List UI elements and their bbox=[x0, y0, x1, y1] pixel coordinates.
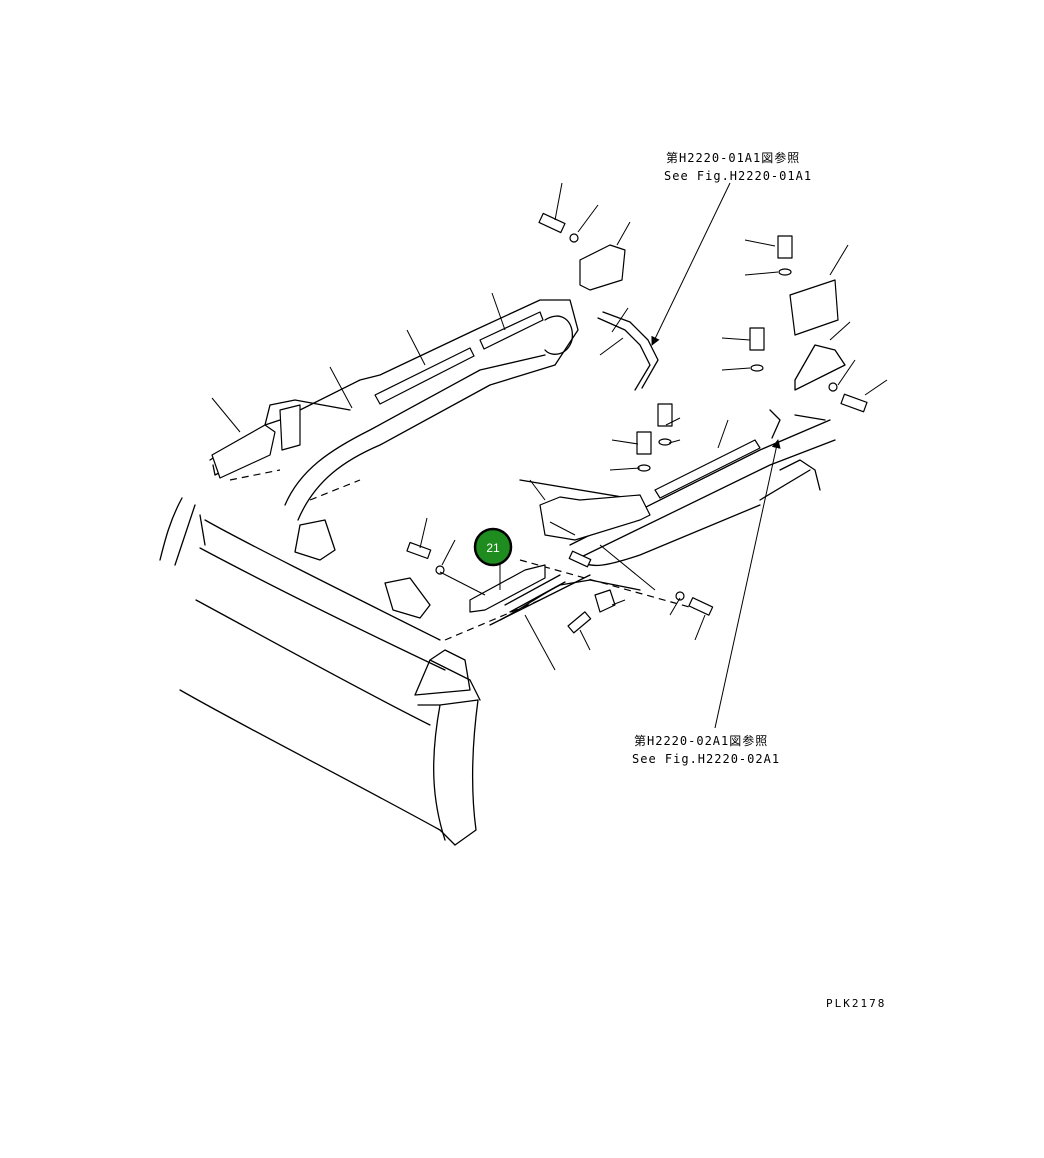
leader-lines bbox=[211, 182, 888, 671]
frame-arm-right bbox=[444, 279, 846, 641]
dozer-blade bbox=[159, 497, 479, 846]
callout-circle[interactable] bbox=[473, 527, 513, 567]
callout-number[interactable]: 21 bbox=[486, 541, 500, 555]
reference-arrow-lower bbox=[714, 439, 781, 729]
hardware-bolts bbox=[406, 212, 868, 634]
frame-arm-left bbox=[209, 299, 579, 521]
lower-frame bbox=[414, 564, 641, 701]
reference-lower-jp: 第H2220-02A1図参照 bbox=[634, 733, 768, 748]
reference-upper-en: See Fig.H2220-01A1 bbox=[664, 169, 812, 183]
reference-upper-jp: 第H2220-01A1図参照 bbox=[666, 150, 800, 165]
reference-arrow-upper bbox=[651, 182, 731, 346]
callout-21[interactable]: 21 bbox=[473, 527, 513, 567]
drawing-code: PLK2178 bbox=[826, 997, 886, 1010]
reference-lower-en: See Fig.H2220-02A1 bbox=[632, 752, 780, 766]
